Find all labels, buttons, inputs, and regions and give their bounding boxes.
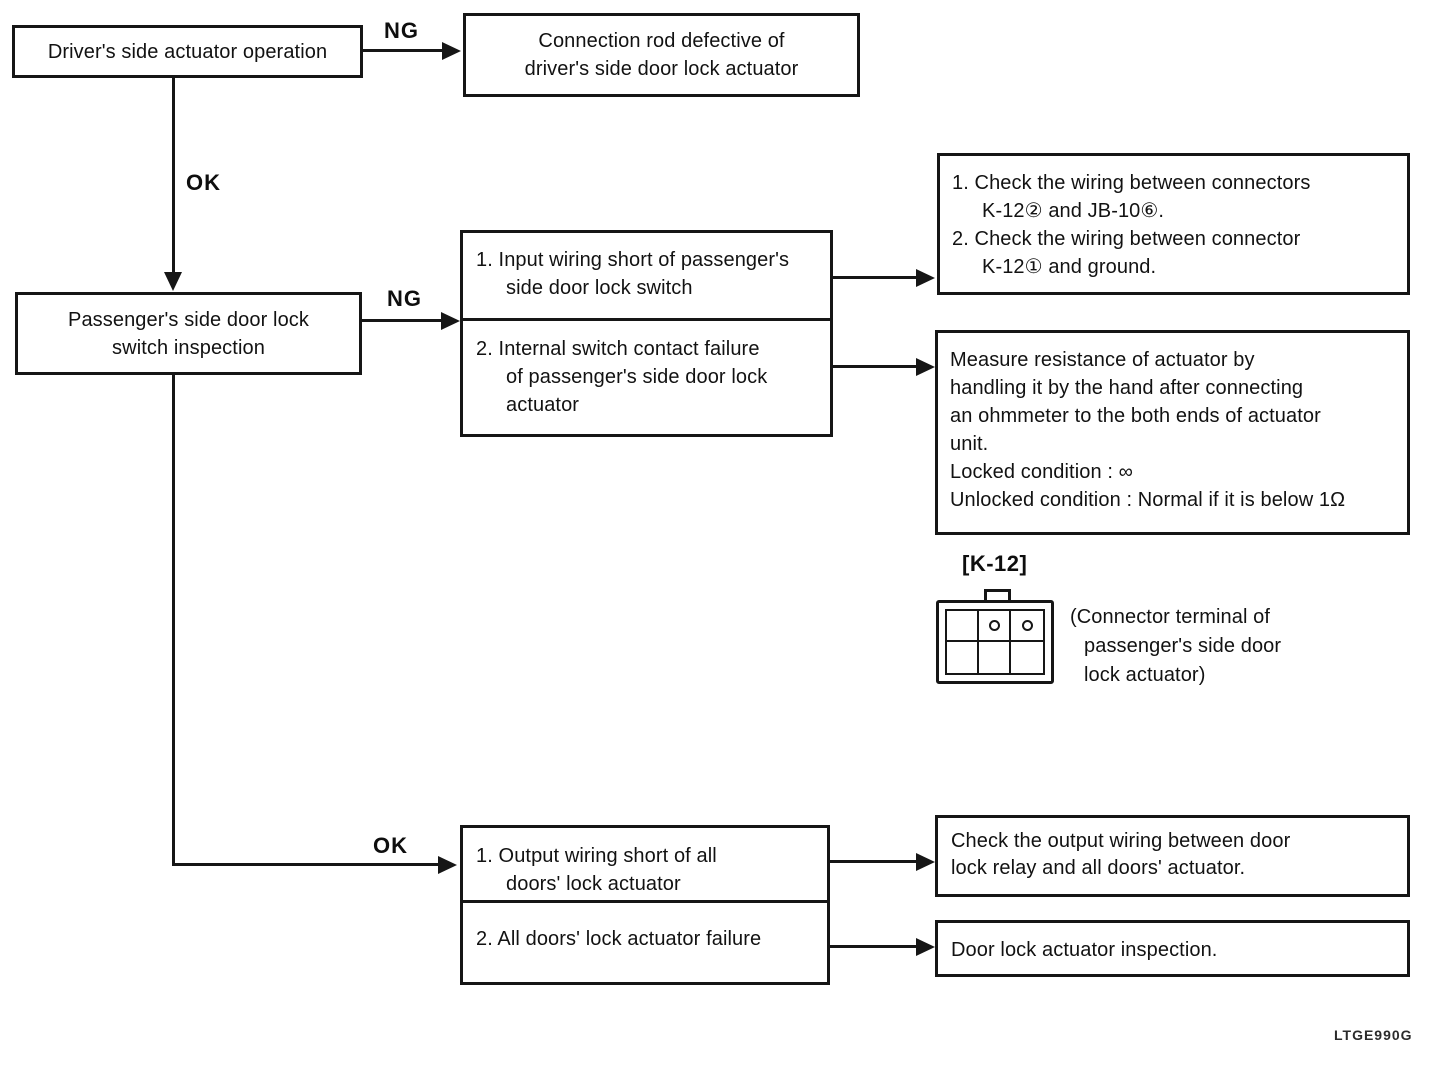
node-output-wiring-check: Check the output wiring between door loc… bbox=[935, 815, 1410, 897]
edge-label-ok-driver: OK bbox=[186, 170, 221, 195]
figure-code: LTGE990G bbox=[1334, 1027, 1413, 1043]
node-passenger-causes: 1. Input wiring short of passenger's sid… bbox=[460, 230, 833, 437]
node-door-lock-inspection: Door lock actuator inspection. bbox=[935, 920, 1410, 977]
arrow-ok-passenger-hline bbox=[172, 863, 440, 866]
edge-alldoors2-to-inspection-head bbox=[916, 938, 935, 956]
arrow-ok-driver-line bbox=[172, 78, 175, 274]
node-wiring-check-item2-text: 2. Check the wiring between connector K-… bbox=[952, 228, 1301, 278]
edge-causes1-to-wiring-check-head bbox=[916, 269, 935, 287]
node-connection-rod-defective: Connection rod defective of driver's sid… bbox=[463, 13, 860, 97]
edge-label-ng-driver: NG bbox=[384, 18, 419, 43]
node-passenger-switch-inspection-text: Passenger's side door lock switch inspec… bbox=[68, 308, 309, 359]
node-passenger-switch-inspection: Passenger's side door lock switch inspec… bbox=[15, 292, 362, 375]
connector-terminal-cell bbox=[947, 642, 979, 673]
node-wiring-check: 1. Check the wiring between connectors K… bbox=[937, 153, 1410, 295]
connector-k12-label: [K-12] bbox=[962, 551, 1028, 576]
arrow-ok-driver-head bbox=[164, 272, 182, 291]
node-door-lock-inspection-text: Door lock actuator inspection. bbox=[951, 939, 1218, 961]
connector-k12-diagram bbox=[936, 600, 1054, 684]
edge-causes1-to-wiring-check-line bbox=[833, 276, 918, 279]
connector-terminal-cell bbox=[979, 642, 1011, 673]
terminal-pin-icon bbox=[988, 620, 1000, 631]
node-passenger-causes-item1-compartment: 1. Input wiring short of passenger's sid… bbox=[463, 233, 830, 321]
terminal-pin-icon bbox=[1021, 620, 1033, 631]
arrow-ng-driver-head bbox=[442, 42, 461, 60]
node-connection-rod-defective-text: Connection rod defective of driver's sid… bbox=[524, 30, 799, 80]
node-alldoors-causes: 1. Output wiring short of all doors' loc… bbox=[460, 825, 830, 985]
connector-terminal-cell bbox=[947, 611, 979, 642]
connector-terminal-cell bbox=[1011, 611, 1043, 642]
node-alldoors-causes-item1-text: 1. Output wiring short of all doors' loc… bbox=[476, 845, 717, 895]
arrow-ok-passenger-head bbox=[438, 856, 457, 874]
connector-k12-caption: (Connector terminal of passenger's side … bbox=[1070, 606, 1282, 686]
edge-causes2-to-measure-head bbox=[916, 358, 935, 376]
arrow-ng-passenger-line bbox=[362, 319, 444, 322]
arrow-ng-driver-line bbox=[363, 49, 445, 52]
edge-alldoors2-to-inspection-line bbox=[830, 945, 918, 948]
arrow-ok-passenger-vline bbox=[172, 375, 175, 866]
node-driver-side-actuator-operation-text: Driver's side actuator operation bbox=[47, 40, 328, 63]
connector-terminal-cell bbox=[979, 611, 1011, 642]
node-measure-resistance: Measure resistance of actuator by handli… bbox=[935, 330, 1410, 535]
node-measure-resistance-text: Measure resistance of actuator by handli… bbox=[950, 349, 1346, 511]
node-alldoors-causes-item1-compartment: 1. Output wiring short of all doors' loc… bbox=[463, 828, 827, 903]
node-passenger-causes-item2-compartment: 2. Internal switch contact failure of pa… bbox=[463, 321, 830, 434]
node-alldoors-causes-item2-compartment: 2. All doors' lock actuator failure bbox=[463, 903, 827, 982]
node-wiring-check-item1-text: 1. Check the wiring between connectors K… bbox=[952, 172, 1311, 222]
node-passenger-causes-item2-text: 2. Internal switch contact failure of pa… bbox=[476, 338, 768, 416]
connector-k12-terminal-grid bbox=[945, 609, 1045, 675]
node-alldoors-causes-item2-text: 2. All doors' lock actuator failure bbox=[476, 928, 762, 950]
node-output-wiring-check-text: Check the output wiring between door loc… bbox=[951, 830, 1291, 879]
node-driver-side-actuator-operation: Driver's side actuator operation bbox=[12, 25, 363, 78]
connector-terminal-cell bbox=[1011, 642, 1043, 673]
edge-alldoors1-to-output-check-head bbox=[916, 853, 935, 871]
edge-alldoors1-to-output-check-line bbox=[830, 860, 918, 863]
edge-label-ng-passenger: NG bbox=[387, 286, 422, 311]
node-passenger-causes-item1-text: 1. Input wiring short of passenger's sid… bbox=[476, 249, 790, 299]
arrow-ng-passenger-head bbox=[441, 312, 460, 330]
edge-causes2-to-measure-line bbox=[833, 365, 918, 368]
edge-label-ok-passenger: OK bbox=[373, 833, 408, 858]
